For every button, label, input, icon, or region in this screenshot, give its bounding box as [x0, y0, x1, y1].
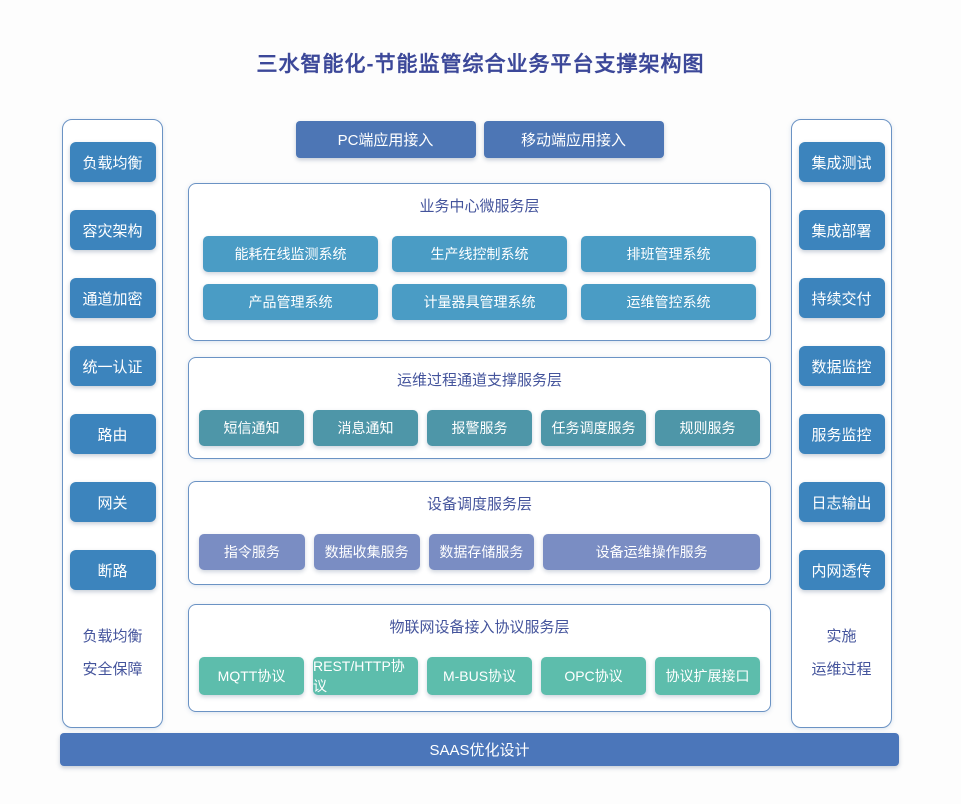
item-alarm-service: 报警服务	[427, 410, 532, 446]
left-item-channel-encryption: 通道加密	[69, 278, 156, 318]
left-item-unified-auth: 统一认证	[69, 346, 156, 386]
left-item-routing: 路由	[69, 414, 156, 454]
item-metering-instrument-management: 计量器具管理系统	[392, 284, 567, 320]
item-data-collection-service: 数据收集服务	[313, 534, 420, 570]
item-opc-protocol: OPC协议	[541, 657, 646, 695]
item-rest-http-protocol: REST/HTTP协议	[313, 657, 418, 695]
section2-row: 短信通知 消息通知 报警服务 任务调度服务 规则服务	[199, 410, 760, 446]
section-device-scheduling: 设备调度服务层 指令服务 数据收集服务 数据存储服务 设备运维操作服务	[188, 481, 771, 585]
section1-row2: 产品管理系统 计量器具管理系统 运维管控系统	[199, 284, 760, 320]
section4-row: MQTT协议 REST/HTTP协议 M-BUS协议 OPC协议 协议扩展接口	[199, 657, 760, 695]
item-task-scheduling-service: 任务调度服务	[541, 410, 646, 446]
item-protocol-extension-interface: 协议扩展接口	[655, 657, 760, 695]
app-access-row: PC端应用接入 移动端应用接入	[188, 121, 771, 158]
item-device-ops-operation-service: 设备运维操作服务	[543, 534, 761, 570]
section-business-microservices: 业务中心微服务层 能耗在线监测系统 生产线控制系统 排班管理系统 产品管理系统 …	[188, 183, 771, 341]
item-ops-control: 运维管控系统	[581, 284, 756, 320]
left-panel: 负载均衡 容灾架构 通道加密 统一认证 路由 网关 断路 负载均衡 安全保障	[62, 119, 163, 728]
item-rule-service: 规则服务	[655, 410, 760, 446]
section1-row1: 能耗在线监测系统 生产线控制系统 排班管理系统	[199, 236, 760, 272]
left-item-disaster-recovery: 容灾架构	[69, 210, 156, 250]
item-product-management: 产品管理系统	[203, 284, 378, 320]
item-production-line-control: 生产线控制系统	[392, 236, 567, 272]
page-title: 三水智能化-节能监管综合业务平台支撑架构图	[256, 53, 705, 76]
right-panel-caption: 实施 运维过程	[792, 620, 891, 686]
right-item-integration-deploy: 集成部署	[798, 210, 885, 250]
right-panel: 集成测试 集成部署 持续交付 数据监控 服务监控 日志输出 内网透传 实施 运维…	[791, 119, 892, 728]
left-item-circuit-break: 断路	[69, 550, 156, 590]
left-caption-line2: 安全保障	[82, 661, 143, 678]
section-header: 运维过程通道支撑服务层	[396, 372, 562, 389]
item-command-service: 指令服务	[199, 534, 305, 570]
item-data-storage-service: 数据存储服务	[428, 534, 535, 570]
item-message-notify: 消息通知	[313, 410, 418, 446]
right-item-intranet-passthrough: 内网透传	[798, 550, 885, 590]
saas-optimization-bar: SAAS优化设计	[60, 733, 899, 766]
right-caption-line1: 实施	[826, 628, 857, 645]
left-panel-caption: 负载均衡 安全保障	[63, 620, 162, 686]
right-item-log-output: 日志输出	[798, 482, 885, 522]
item-mbus-protocol: M-BUS协议	[427, 657, 532, 695]
section-ops-channel-support: 运维过程通道支撑服务层 短信通知 消息通知 报警服务 任务调度服务 规则服务	[188, 357, 771, 459]
right-item-continuous-delivery: 持续交付	[798, 278, 885, 318]
left-caption-line1: 负载均衡	[82, 628, 143, 645]
right-item-service-monitor: 服务监控	[798, 414, 885, 454]
item-energy-online-monitoring: 能耗在线监测系统	[203, 236, 378, 272]
section-header: 物联网设备接入协议服务层	[389, 619, 570, 636]
pc-access-button: PC端应用接入	[295, 121, 476, 158]
left-item-load-balance: 负载均衡	[69, 142, 156, 182]
mobile-access-button: 移动端应用接入	[483, 121, 664, 158]
right-item-integration-test: 集成测试	[798, 142, 885, 182]
section-header: 设备调度服务层	[426, 496, 532, 513]
item-sms-notify: 短信通知	[199, 410, 304, 446]
right-caption-line2: 运维过程	[811, 661, 872, 678]
left-item-gateway: 网关	[69, 482, 156, 522]
section-header: 业务中心微服务层	[419, 198, 540, 215]
item-shift-management: 排班管理系统	[581, 236, 756, 272]
section-iot-protocol: 物联网设备接入协议服务层 MQTT协议 REST/HTTP协议 M-BUS协议 …	[188, 604, 771, 712]
section3-row: 指令服务 数据收集服务 数据存储服务 设备运维操作服务	[199, 534, 761, 570]
right-item-data-monitor: 数据监控	[798, 346, 885, 386]
item-mqtt-protocol: MQTT协议	[199, 657, 304, 695]
